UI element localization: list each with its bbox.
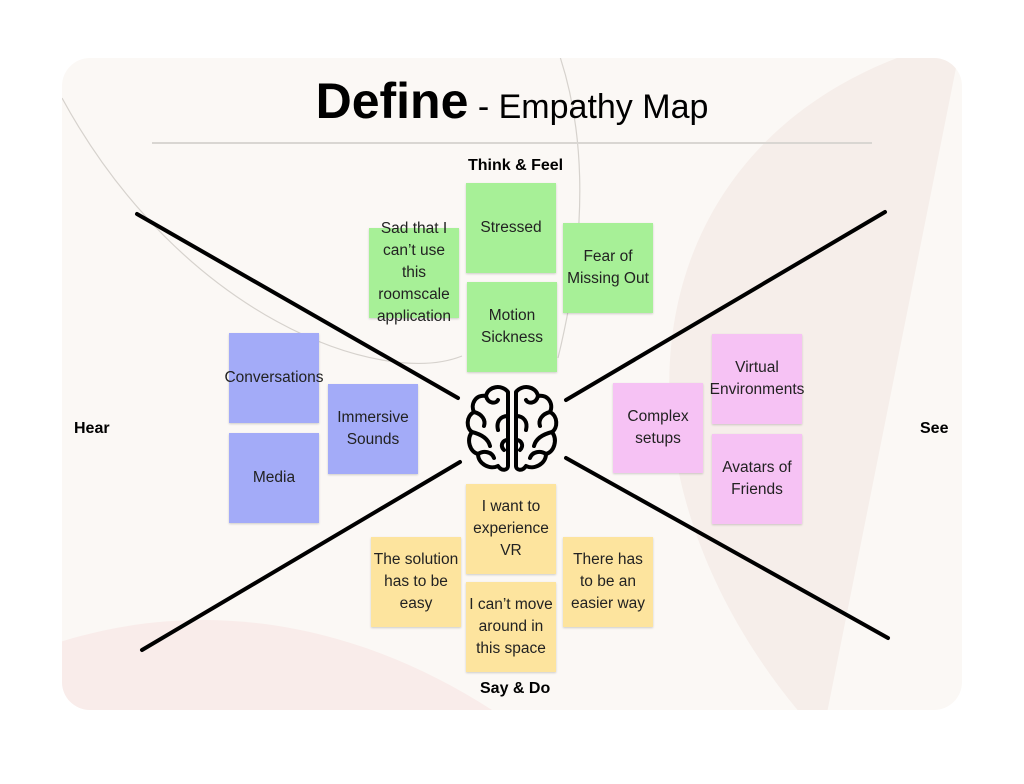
sticky-note-see: Complex setups bbox=[613, 383, 703, 473]
sticky-note-think-feel: Stressed bbox=[466, 183, 556, 273]
brain-icon bbox=[465, 385, 559, 472]
sticky-note-hear: Media bbox=[229, 433, 319, 523]
line-top-left bbox=[135, 212, 460, 400]
sticky-note-hear: Immersive Sounds bbox=[328, 384, 418, 474]
line-bottom-left bbox=[140, 460, 462, 652]
title-divider bbox=[152, 142, 872, 144]
sticky-note-think-feel: Motion Sickness bbox=[467, 282, 557, 372]
sticky-note-see: Virtual Environments bbox=[710, 334, 804, 424]
quadrant-label-see: See bbox=[920, 420, 949, 437]
title-sub: - Empathy Map bbox=[468, 88, 709, 126]
page-title: Define - Empathy Map bbox=[0, 72, 1024, 130]
sticky-note-say-do: I can’t move around in this space bbox=[466, 582, 556, 672]
quadrant-label-think-feel: Think & Feel bbox=[468, 157, 564, 174]
sticky-note-see: Avatars of Friends bbox=[712, 434, 802, 524]
sticky-note-say-do: There has to be an easier way bbox=[563, 537, 653, 627]
quadrant-label-hear: Hear bbox=[74, 420, 110, 437]
sticky-note-say-do: The solution has to be easy bbox=[371, 537, 461, 627]
sticky-note-think-feel: Sad that I can’t use this roomscale appl… bbox=[369, 220, 459, 325]
sticky-note-say-do: I want to experience VR bbox=[466, 484, 556, 574]
sticky-note-think-feel: Fear of Missing Out bbox=[563, 223, 653, 313]
title-main: Define bbox=[315, 73, 469, 129]
quadrant-label-say-do: Say & Do bbox=[480, 680, 551, 697]
sticky-note-hear: Conversations bbox=[224, 333, 324, 423]
line-bottom-right bbox=[564, 456, 890, 640]
background-decoration bbox=[62, 58, 958, 710]
line-top-right bbox=[564, 210, 887, 402]
